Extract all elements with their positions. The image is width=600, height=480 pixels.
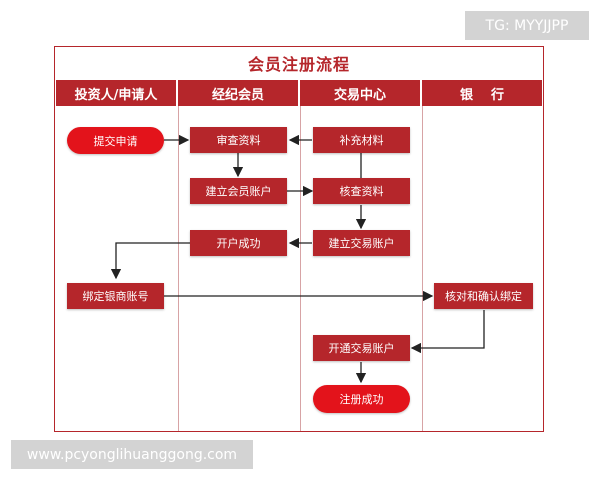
watermark-bottom-left: www.pcyonglihuanggong.com: [11, 440, 253, 469]
lane-header-bank: 银 行: [422, 80, 542, 106]
node-open-trading-account: 开通交易账户: [313, 335, 410, 361]
node-bind-bank-account: 绑定银商账号: [67, 283, 164, 309]
swimlane-header: 投资人/申请人 经纪会员 交易中心 银 行: [56, 80, 542, 106]
node-registration-success: 注册成功: [313, 385, 410, 413]
lane-header-exchange: 交易中心: [300, 80, 422, 106]
lane-divider-2: [300, 106, 301, 431]
watermark-top-right: TG: MYYJJPP: [465, 11, 589, 40]
lane-divider-3: [422, 106, 423, 431]
edge-bank-confirm-open-trade: [410, 310, 485, 354]
node-submit-application: 提交申请: [67, 127, 164, 154]
diagram-title: 会员注册流程: [247, 55, 350, 74]
node-verify-documents: 核查资料: [313, 178, 410, 204]
node-create-trading-account: 建立交易账户: [313, 230, 410, 256]
lane-header-broker: 经纪会员: [178, 80, 300, 106]
flowchart-frame: [54, 46, 544, 432]
node-create-member-account: 建立会员账户: [190, 178, 287, 204]
node-review-documents: 审查资料: [190, 127, 287, 153]
lane-divider-1: [178, 106, 179, 431]
lane-header-applicant: 投资人/申请人: [56, 80, 178, 106]
node-supplement-materials: 补充材料: [313, 127, 410, 153]
node-bank-confirm-binding: 核对和确认绑定: [434, 283, 533, 309]
edge-open-success-bind-bank: [110, 242, 190, 280]
node-account-opened: 开户成功: [190, 230, 287, 256]
